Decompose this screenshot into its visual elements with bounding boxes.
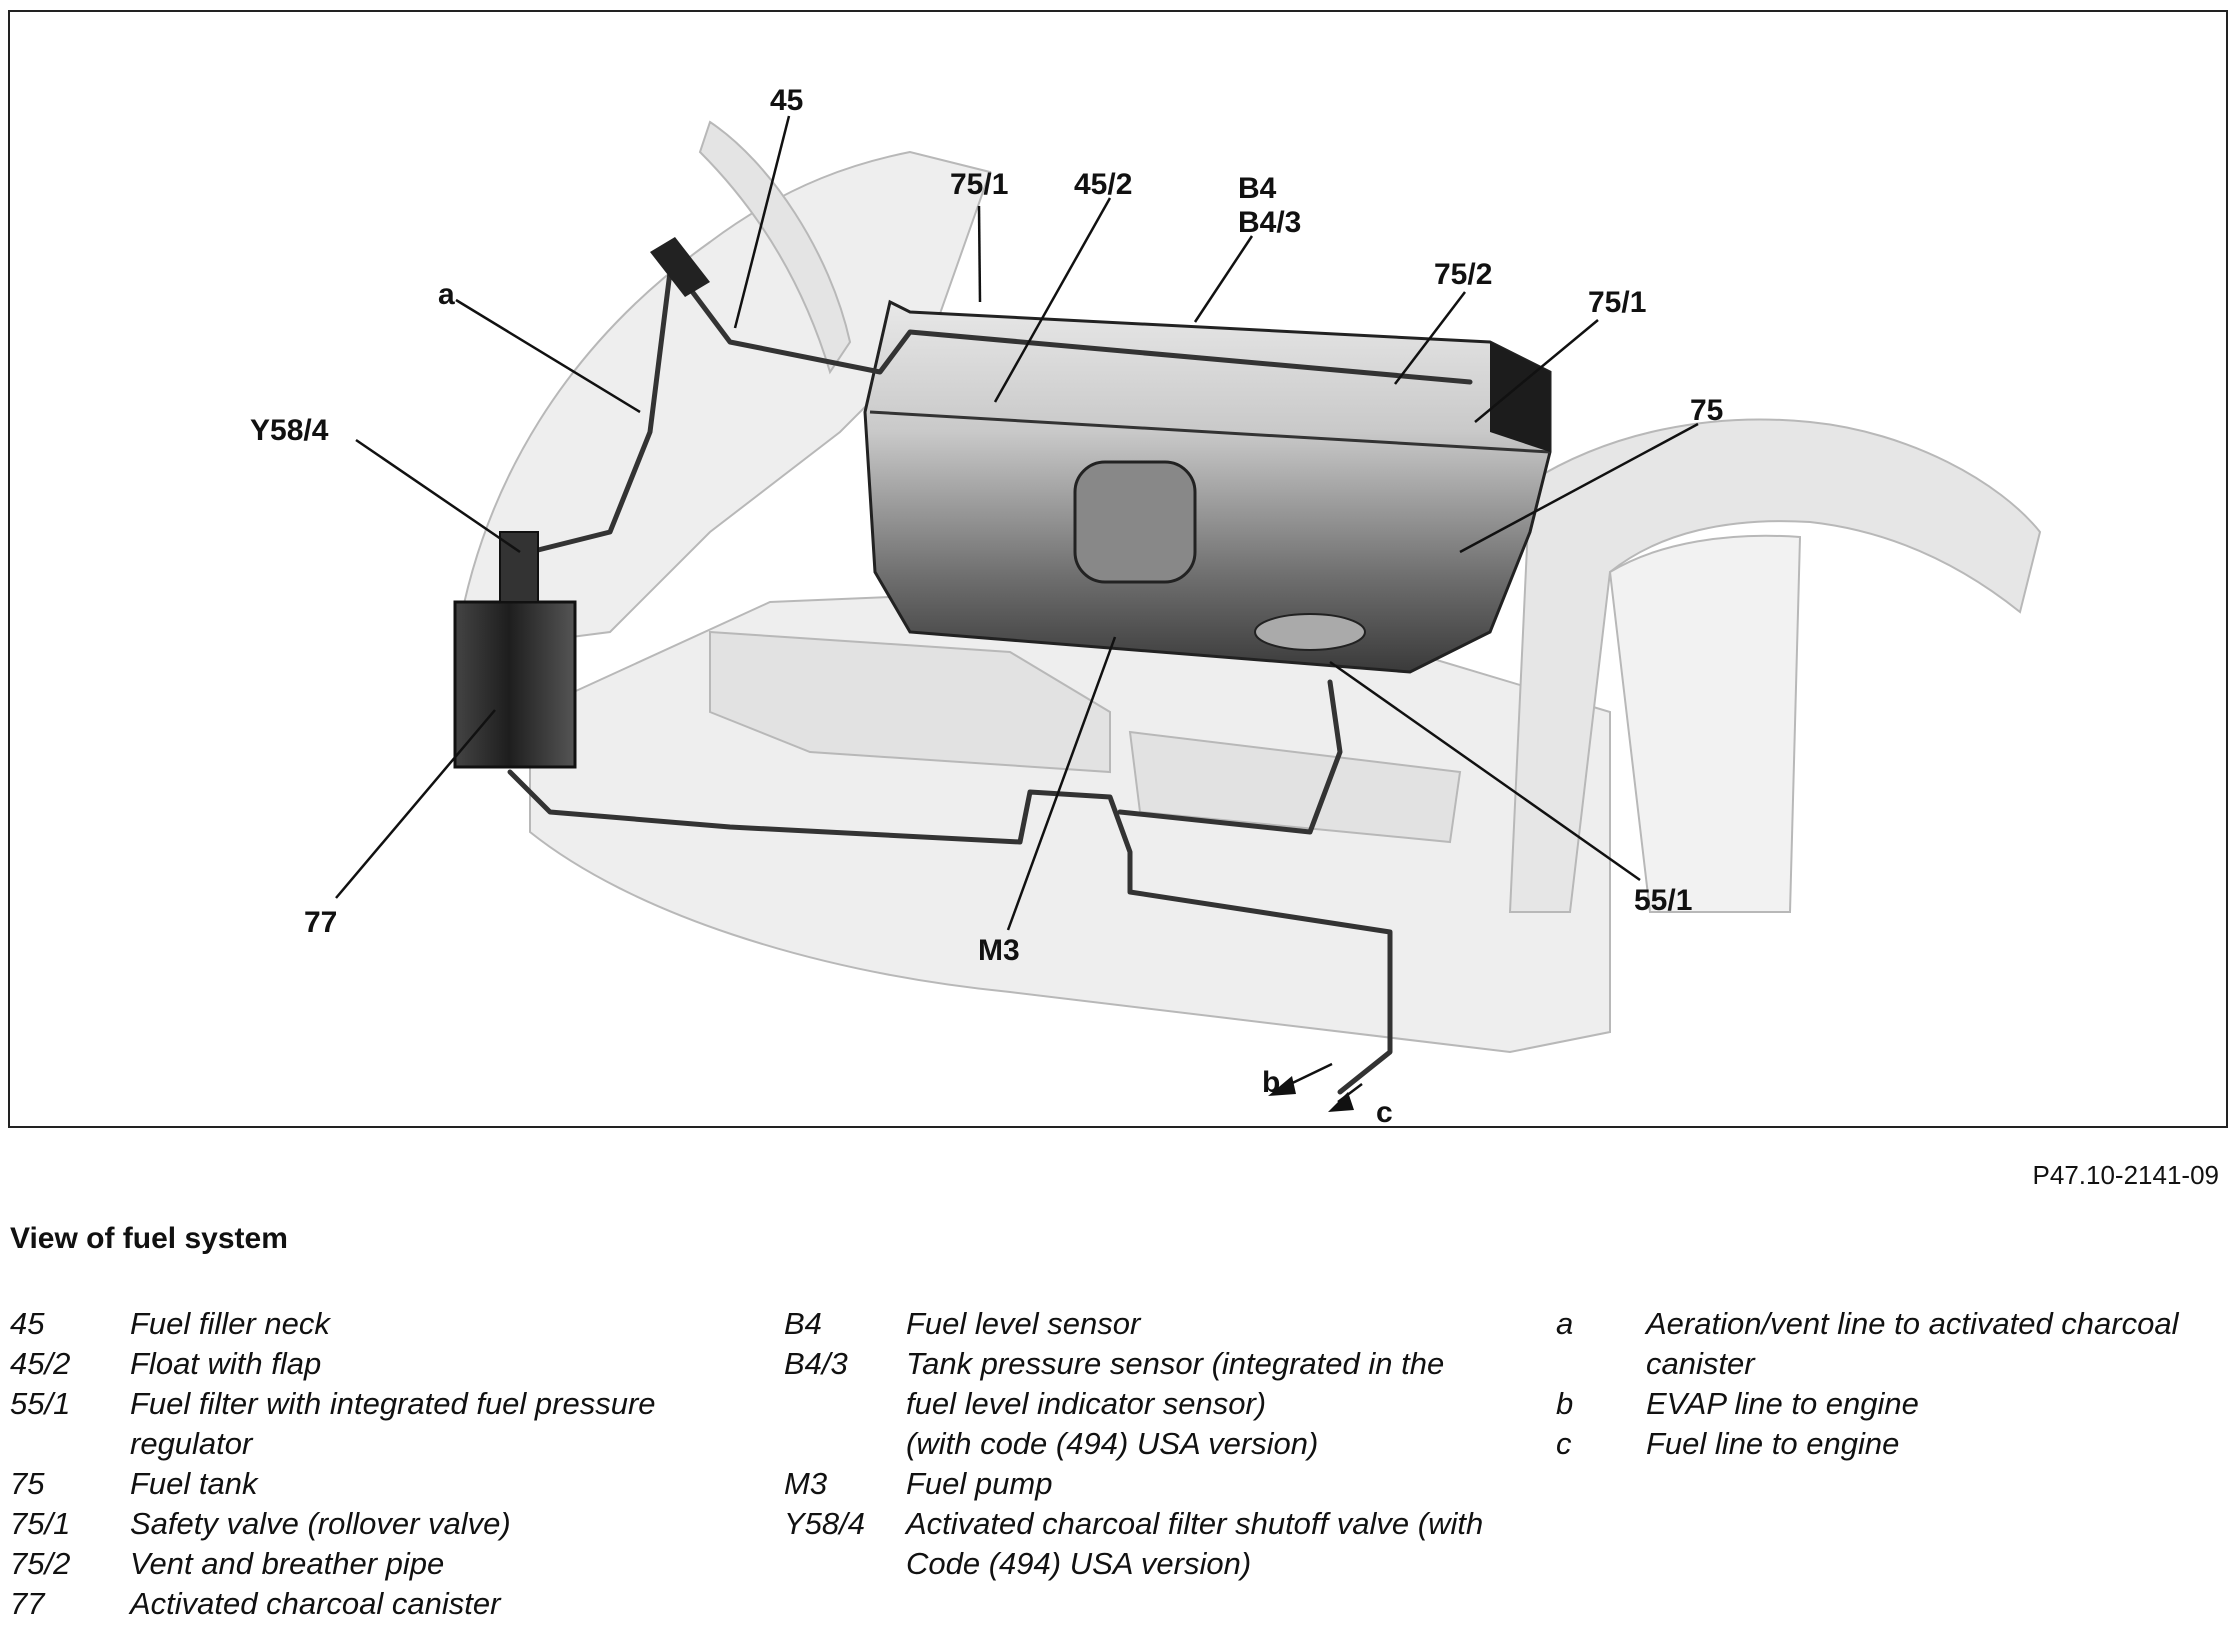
fuel-system-illustration: 45 75/1 45/2 B4 B4/3 75/2 75/1 75 a Y58/… — [250, 84, 2042, 1126]
callout-b: b — [1262, 1066, 1280, 1099]
legend-code — [784, 1424, 906, 1464]
legend-column-3: a Aeration/vent line to activated charcoa… — [1556, 1304, 2226, 1464]
fuel-lines — [507, 259, 1473, 1095]
legend-desc: Fuel line to engine — [1646, 1426, 1900, 1461]
callout-75: 75 — [1690, 394, 1723, 427]
legend-column-1: 45 Fuel filler neck 45/2 Float with flap 5… — [10, 1304, 710, 1624]
legend-item: 75/1 Safety valve (rollover valve) — [10, 1504, 710, 1544]
legend-desc: Activated charcoal filter shutoff valve … — [906, 1506, 1484, 1581]
legend-item: (with code (494) USA version) — [784, 1424, 1484, 1464]
legend-item: a Aeration/vent line to activated charcoa… — [1556, 1304, 2226, 1384]
legend-item: 77 Activated charcoal canister — [10, 1584, 710, 1624]
legend-item: 45/2 Float with flap — [10, 1344, 710, 1384]
legend-desc: Vent and breather pipe — [130, 1546, 445, 1581]
figure-reference: P47.10-2141-09 — [2032, 1160, 2219, 1190]
legend-desc: Fuel filler neck — [130, 1306, 330, 1341]
legend-code: Y58/4 — [784, 1506, 866, 1541]
callout-77: 77 — [304, 906, 337, 939]
legend-desc: Safety valve (rollover valve) — [130, 1506, 511, 1541]
callout-55-1: 55/1 — [1634, 884, 1692, 917]
legend-code: 45 — [10, 1306, 45, 1341]
legend-code: B4 — [784, 1306, 822, 1341]
legend-code: c — [1556, 1426, 1572, 1461]
callout-45: 45 — [770, 84, 803, 117]
fuel-filler-neck-shape — [650, 237, 710, 297]
figure-caption: View of fuel system — [10, 1222, 288, 1255]
callout-45-2: 45/2 — [1074, 168, 1132, 201]
legend-code: 75 — [10, 1466, 45, 1501]
legend-desc: Aeration/vent line to activated charcoal… — [1646, 1306, 2179, 1381]
callout-b4-3: B4/3 — [1238, 206, 1301, 239]
legend-code: 75/2 — [10, 1546, 71, 1581]
legend-desc: (with code (494) USA version) — [906, 1426, 1319, 1461]
legend-item: c Fuel line to engine — [1556, 1424, 2226, 1464]
legend-code: 75/1 — [10, 1506, 71, 1541]
legend-desc: Fuel pump — [906, 1466, 1053, 1501]
charcoal-canister — [453, 531, 577, 769]
vehicle-body-structure — [453, 120, 2042, 1054]
callout-75-1-right: 75/1 — [1588, 286, 1646, 319]
callout-75-1-top: 75/1 — [950, 168, 1008, 201]
flow-arrows — [1268, 1076, 1354, 1112]
legend-code: B4/3 — [784, 1346, 848, 1381]
legend-code: 77 — [10, 1586, 45, 1621]
diagram-frame: 45 75/1 45/2 B4 B4/3 75/2 75/1 75 a Y58/… — [8, 10, 2228, 1128]
legend-desc: Tank pressure sensor (integrated in the … — [906, 1346, 1445, 1421]
callout-c: c — [1376, 1096, 1393, 1126]
legend-desc: EVAP line to engine — [1646, 1386, 1919, 1421]
legend-item: 75/2 Vent and breather pipe — [10, 1544, 710, 1584]
legend-desc: Fuel filter with integrated fuel pressur… — [130, 1386, 656, 1461]
legend-desc: Fuel level sensor — [906, 1306, 1141, 1341]
callout-a: a — [438, 278, 455, 311]
legend-desc: Activated charcoal canister — [130, 1586, 501, 1621]
callout-75-2: 75/2 — [1434, 258, 1492, 291]
legend-code: 55/1 — [10, 1386, 71, 1421]
leader-lines — [335, 115, 1699, 1103]
legend-item: B4/3 Tank pressure sensor (integrated in … — [784, 1344, 1484, 1424]
legend-item: b EVAP line to engine — [1556, 1384, 2226, 1424]
legend-code: 45/2 — [10, 1346, 71, 1381]
callout-y58-4: Y58/4 — [250, 414, 329, 447]
fuel-pump-shape — [1073, 460, 1197, 584]
legend-code: a — [1556, 1306, 1574, 1341]
arrow-c-icon — [1328, 1092, 1354, 1112]
legend-code: b — [1556, 1386, 1574, 1421]
legend-item: B4 Fuel level sensor — [784, 1304, 1484, 1344]
legend-desc: Fuel tank — [130, 1466, 258, 1501]
legend-item: 45 Fuel filler neck — [10, 1304, 710, 1344]
legend-desc: Float with flap — [130, 1346, 322, 1381]
legend-item: 75 Fuel tank — [10, 1464, 710, 1504]
legend-item: Y58/4 Activated charcoal filter shutoff v… — [784, 1504, 1484, 1584]
legend-column-2: B4 Fuel level sensor B4/3 Tank pressure se… — [784, 1304, 1484, 1584]
legend-item: 55/1 Fuel filter with integrated fuel pre… — [10, 1384, 710, 1464]
legend-item: M3 Fuel pump — [784, 1464, 1484, 1504]
arrow-b-icon — [1268, 1076, 1296, 1096]
legend-code: M3 — [784, 1466, 828, 1501]
callout-b4: B4 — [1238, 172, 1277, 205]
fuel-tank — [863, 299, 1552, 674]
callout-m3: M3 — [978, 934, 1020, 967]
